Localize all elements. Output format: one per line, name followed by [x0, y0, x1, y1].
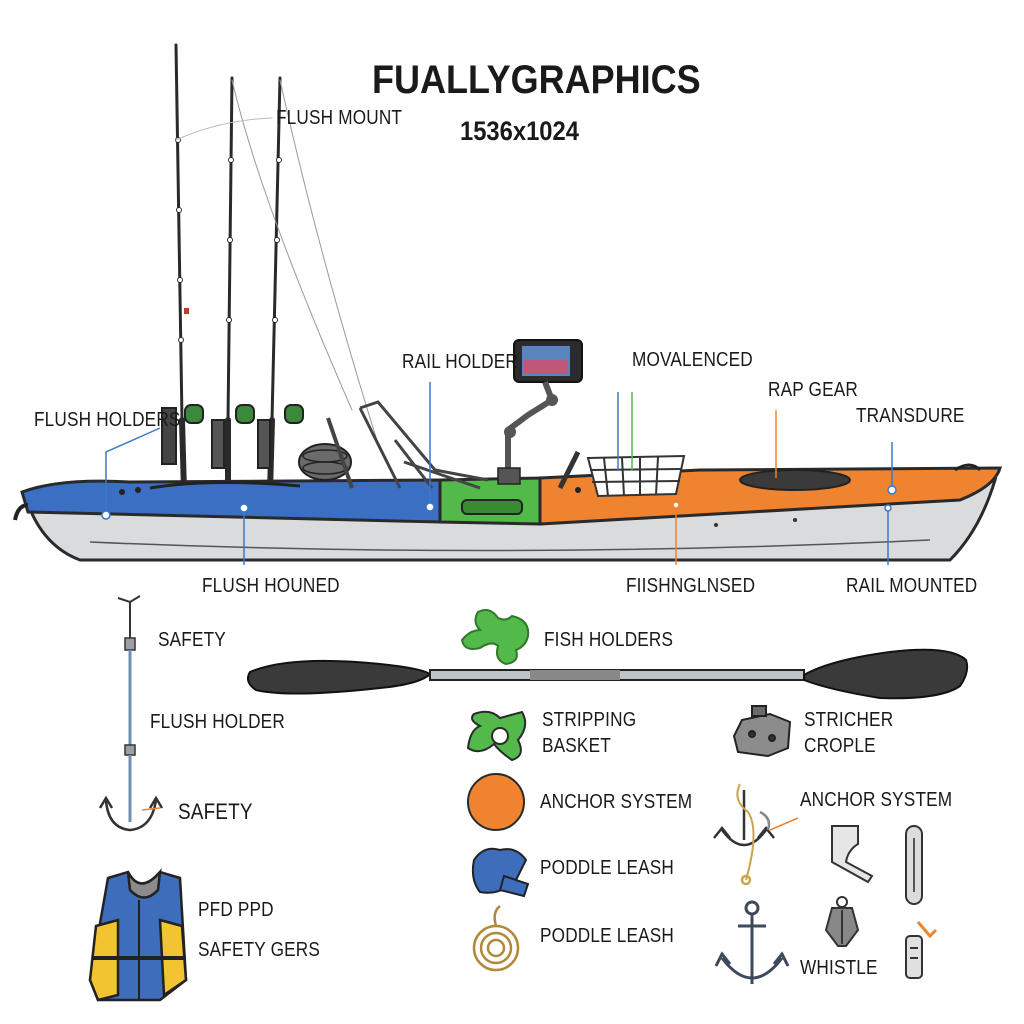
- label-safety-top: SAFETY: [158, 629, 226, 651]
- paddle-icon: [247, 648, 969, 700]
- label-crople: CROPLE: [804, 735, 876, 757]
- label-safety-anchor: SAFETY: [178, 799, 253, 824]
- crate-icon: [586, 454, 686, 498]
- fish-holder-icon: [460, 609, 530, 666]
- label-flush-mount: FLUSH MOUNT: [276, 107, 403, 129]
- fishfinder-icon: [497, 339, 583, 485]
- whistle-icon: [905, 921, 938, 979]
- stake-pole-icon: [117, 595, 141, 822]
- label-flush-houned: FLUSH HOUNED: [202, 575, 340, 597]
- pfd-vest-icon: [88, 868, 188, 1002]
- label-safety-gers: SAFETY GERS: [198, 939, 321, 961]
- fishing-rod-icon: [174, 43, 189, 495]
- label-fish-holders: FISH HOLDERS: [544, 629, 674, 651]
- fishing-rod-icon: [225, 76, 234, 495]
- label-poddle-leash-1: PODDLE LEASH: [540, 857, 674, 879]
- leader-lines: [101, 382, 897, 565]
- label-stricher: STRICHER: [804, 709, 894, 731]
- label-rail-mounted: RAIL MOUNTED: [846, 575, 978, 597]
- whistle-icon: [824, 896, 860, 947]
- label-whistle: WHISTLE: [800, 957, 878, 979]
- carabiner-icon: [905, 825, 923, 905]
- label-flush-holder: FLUSH HOLDER: [150, 711, 285, 733]
- clip-icon: [831, 825, 874, 884]
- label-flush-holders: FLUSH HOLDERS: [34, 409, 181, 431]
- label-poddle-leash-2: PODDLE LEASH: [540, 925, 674, 947]
- label-pfd: PFD PPD: [198, 899, 274, 921]
- cleat-clamp-icon: [732, 705, 792, 758]
- label-anchor-system-1: ANCHOR SYSTEM: [540, 791, 693, 813]
- anchor-icon: [713, 783, 799, 886]
- fishing-rod-icon: [267, 76, 282, 495]
- label-fiishnglnsed: FIISHNGLNSED: [626, 575, 756, 597]
- reels: [161, 404, 304, 469]
- anchor-float-icon: [467, 773, 525, 831]
- label-rap-gear: RAP GEAR: [768, 379, 858, 401]
- label-movalenced: MOVALENCED: [632, 349, 753, 371]
- page-subtitle: 1536x1024: [460, 116, 579, 146]
- paddle-leash-icon: [471, 847, 530, 898]
- label-basket: BASKET: [542, 735, 611, 757]
- label-transdure: TRANSDURE: [856, 405, 965, 427]
- label-anchor-system-2: ANCHOR SYSTEM: [800, 789, 953, 811]
- seat-icon: [326, 400, 489, 490]
- label-stripping: STRIPPING: [542, 709, 637, 731]
- label-rail-holder: RAIL HOLDER: [402, 351, 518, 373]
- fishing-rods: [174, 43, 381, 495]
- anchor-icon: [98, 795, 164, 832]
- rope-coil-icon: [472, 905, 520, 972]
- stripping-basket-icon: [466, 710, 527, 762]
- kayak-hull: [13, 463, 1002, 562]
- anchor-icon: [714, 900, 790, 984]
- page-title: FUALLYGRAPHICS: [372, 58, 701, 102]
